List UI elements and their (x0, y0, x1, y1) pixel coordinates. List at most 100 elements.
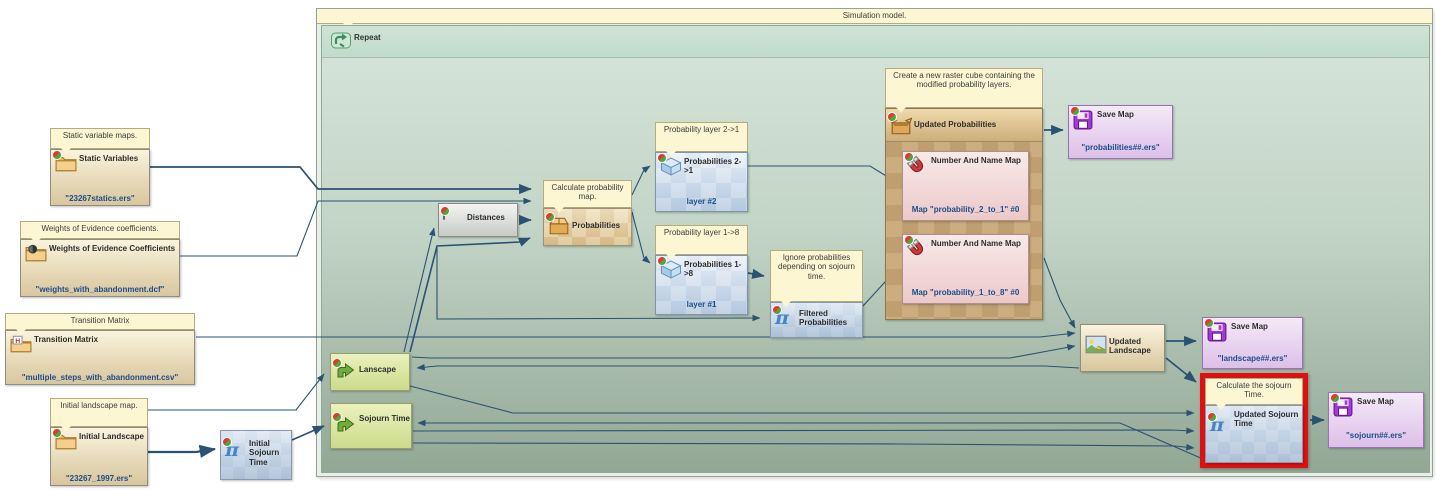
initial-sojourn-body[interactable]: π Initial Sojourn Time (220, 430, 292, 480)
functor-filtered-probabilities[interactable]: Ignore probabilities depending on sojour… (770, 250, 863, 338)
save-map-sojourn-body[interactable]: Save Map "sojourn##.ers" (1328, 392, 1424, 448)
functor-value: Map "probability_1_to_8" #0 (911, 287, 1020, 297)
mux-arrow-icon (332, 358, 357, 381)
comment-weights: Weights of Evidence coefficients. (20, 221, 180, 244)
lanscape-body[interactable]: Lanscape (330, 353, 410, 391)
comment-updated-probabilities: Create a new raster cube containing the … (885, 68, 1043, 113)
cube-icon (657, 256, 682, 279)
updated-probabilities-body[interactable]: Updated Probabilities Number And Name Ma… (885, 108, 1043, 320)
floppy-disk-icon (1204, 318, 1229, 342)
transition-matrix-body[interactable]: H Transition Matrix "multiple_steps_with… (5, 330, 195, 385)
updated-sojourn-body[interactable]: π Updated Sojourn Time (1205, 405, 1303, 463)
comment-notch (16, 329, 26, 335)
functor-name: Updated Landscape (1109, 337, 1151, 356)
functor-name: Number And Name Map (931, 156, 1021, 165)
comment-notch (554, 207, 564, 213)
save-map-probabilities-body[interactable]: Save Map "probabilities##.ers" (1068, 105, 1173, 159)
wires (148, 124, 1325, 460)
comment-notch (896, 107, 906, 113)
functor-save-map-landscape[interactable]: Save Map "landscape##.ers" (1202, 317, 1303, 369)
folder-map-icon (52, 150, 77, 173)
comment-prob-layer-1-8: Probability layer 1->8 (655, 225, 748, 260)
pi-sojourn-icon: π (772, 305, 797, 328)
comment-notch (61, 426, 71, 432)
updated-landscape-body[interactable]: Updated Landscape (1080, 324, 1165, 372)
sojourn-time-body[interactable]: Sojourn Time (330, 403, 412, 449)
initial-landscape-body[interactable]: Initial Landscape "23267_1997.ers" (50, 427, 148, 486)
functor-name: Save Map (1097, 110, 1134, 119)
functor-transition-matrix[interactable]: Transition Matrix H Transition Matrix "m… (5, 313, 195, 385)
comment-notch (666, 151, 676, 157)
functor-value: "sojourn##.ers" (1345, 430, 1407, 440)
open-box-icon (887, 112, 913, 135)
repeat-header: Repeat (322, 26, 1429, 58)
functor-updated-landscape[interactable]: Updated Landscape (1080, 324, 1165, 372)
functor-static-variables[interactable]: Static variable maps. Static Variables "… (50, 128, 150, 206)
landscape-image-icon (1085, 335, 1107, 354)
functor-name: Lanscape (359, 365, 396, 374)
functor-name: Transition Matrix (34, 335, 99, 344)
functor-name: Probabilities (572, 221, 621, 230)
comment-initial-landscape: Initial landscape map. (50, 398, 148, 432)
functor-name: Initial Sojourn Time (249, 439, 280, 467)
functor-name: Number And Name Map (931, 239, 1021, 248)
highlighted-functor-updated-sojourn-time[interactable]: Calculate the sojourn Time. π Updated So… (1200, 373, 1308, 468)
weights-body[interactable]: Weights of Evidence Coefficients "weight… (20, 239, 180, 297)
functor-name: Probabilities 2->1 (684, 157, 742, 176)
functor-lanscape-mux[interactable]: Lanscape (330, 353, 410, 391)
functor-weights-of-evidence[interactable]: Weights of Evidence coefficients. Weight… (20, 221, 180, 297)
functor-value: layer #1 (686, 299, 717, 309)
functor-save-map-sojourn[interactable]: Save Map "sojourn##.ers" (1328, 392, 1424, 448)
functor-name: Initial Landscape (79, 432, 144, 441)
functor-value: Map "probability_2_to_1" #0 (911, 204, 1020, 214)
functor-name: Updated Probabilities (914, 120, 997, 129)
repeat-label: Repeat (354, 33, 381, 42)
floppy-disk-icon (1070, 106, 1095, 130)
closed-box-icon (545, 212, 570, 235)
functor-initial-sojourn-time[interactable]: π Initial Sojourn Time (220, 430, 292, 480)
distances-body[interactable]: Distances (438, 203, 518, 237)
probabilities-1-8-body[interactable]: Probabilities 1->8 layer #1 (655, 255, 748, 315)
functor-save-map-probabilities[interactable]: Save Map "probabilities##.ers" (1068, 105, 1173, 159)
functor-updated-probabilities[interactable]: Create a new raster cube containing the … (885, 68, 1043, 320)
functor-value: "23267statics.ers" (65, 193, 135, 203)
comment-transition-matrix: Transition Matrix (5, 313, 195, 335)
functor-name: Static Variables (79, 154, 139, 163)
floppy-disk-icon (1330, 393, 1355, 417)
functor-probabilities[interactable]: Calculate probability map. Probabilities (543, 180, 632, 246)
comment-notch (31, 238, 41, 244)
functor-probabilities-1-8[interactable]: Probability layer 1->8 Probabilities 1->… (655, 225, 748, 315)
functor-value: "multiple_steps_with_abandonment.csv" (21, 372, 179, 382)
functor-name: Save Map (1231, 322, 1268, 331)
comment-static-variables: Static variable maps. (50, 128, 150, 154)
functor-updated-sojourn-time[interactable]: Calculate the sojourn Time. π Updated So… (1205, 378, 1303, 463)
filtered-probabilities-body[interactable]: π Filtered Probabilities (770, 302, 863, 338)
functor-initial-landscape[interactable]: Initial landscape map. Initial Landscape… (50, 398, 148, 486)
functor-value: layer #2 (686, 196, 717, 206)
pi-sojourn-icon: π (222, 437, 247, 460)
rainbow-map-icon (440, 206, 465, 229)
functor-number-and-name-map-2-1[interactable]: Number And Name Map Map "probability_2_t… (902, 151, 1029, 221)
save-map-landscape-body[interactable]: Save Map "landscape##.ers" (1202, 317, 1303, 369)
comment-notch (61, 148, 71, 154)
functor-sojourn-time-mux[interactable]: Sojourn Time (330, 403, 412, 449)
functor-probabilities-2-1[interactable]: Probability layer 2->1 Probabilities 2->… (655, 122, 748, 212)
probabilities-2-1-body[interactable]: Probabilities 2->1 layer #2 (655, 152, 748, 212)
functor-name: Weights of Evidence Coefficients (49, 244, 176, 253)
comment-notch (1216, 404, 1226, 410)
mux-arrow-icon (332, 412, 357, 435)
functor-number-and-name-map-1-8[interactable]: Number And Name Map Map "probability_1_t… (902, 234, 1029, 304)
functor-distances[interactable]: Distances (438, 203, 518, 237)
functor-name: Probabilities 1->8 (684, 260, 742, 279)
folder-map-icon (52, 428, 77, 451)
simulation-model-title: Simulation model. (317, 9, 1432, 24)
magnet-icon (904, 152, 929, 175)
probabilities-body[interactable]: Probabilities (543, 208, 632, 246)
static-variables-body[interactable]: Static Variables "23267statics.ers" (50, 149, 150, 206)
functor-name: Sojourn Time (359, 414, 410, 423)
comment-notch (781, 301, 791, 307)
functor-name: Updated Sojourn Time (1234, 410, 1299, 429)
repeat-loop-icon (330, 31, 352, 50)
comment-notch (666, 254, 676, 260)
